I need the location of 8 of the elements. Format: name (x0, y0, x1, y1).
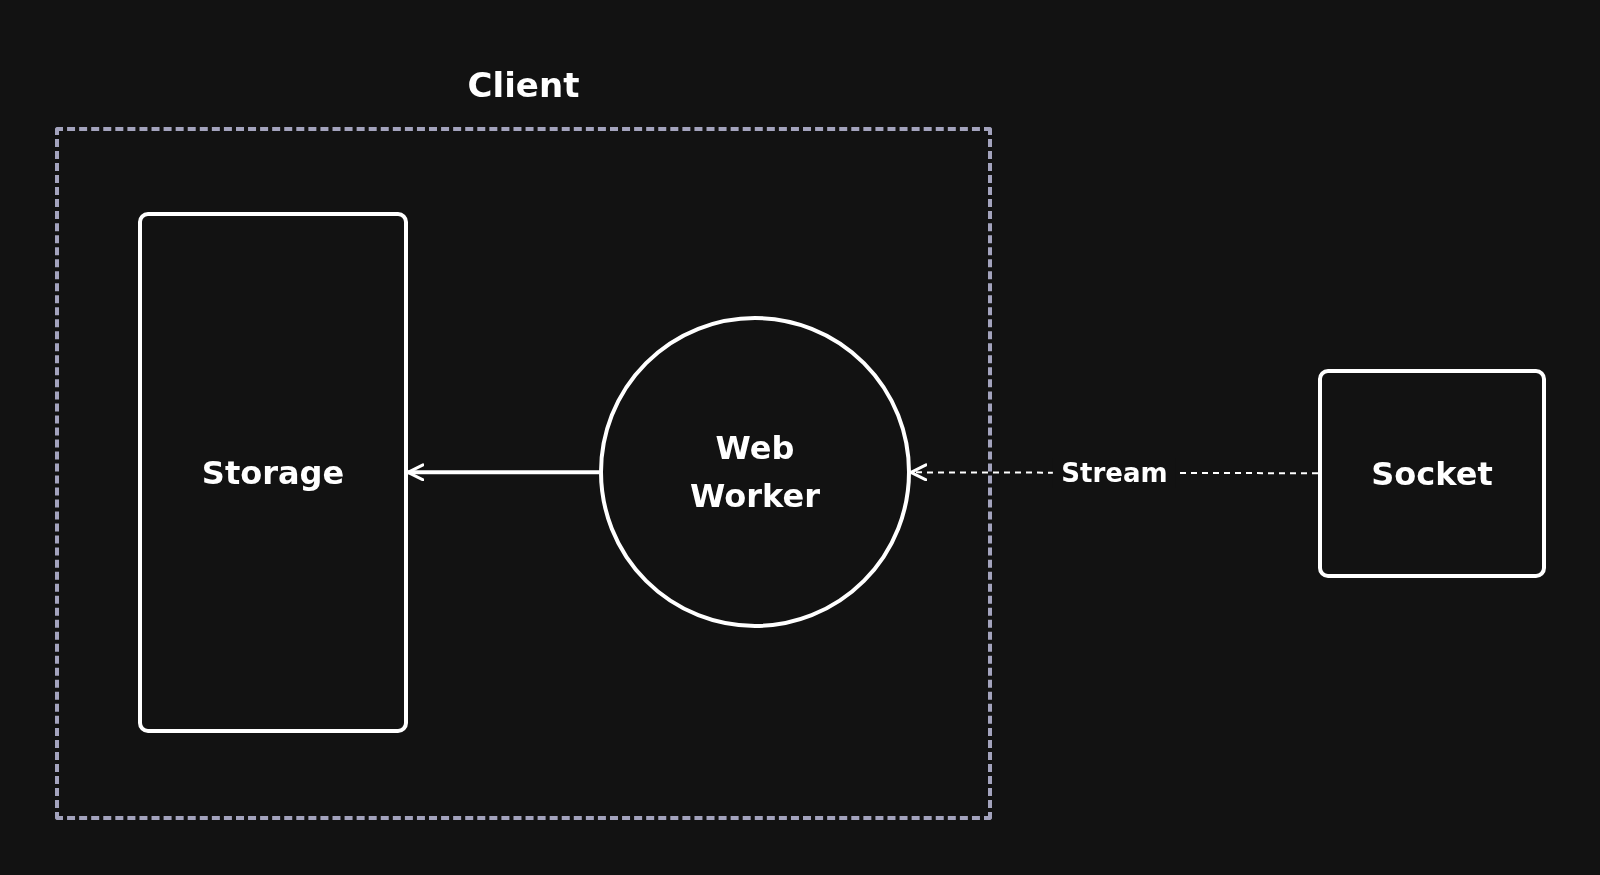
process-box (138, 212, 408, 733)
group-title: Client (466, 65, 581, 105)
node-label: Web Worker (689, 428, 821, 517)
process-circle (599, 316, 911, 628)
node-label: Storage (201, 452, 345, 494)
arrow (406, 463, 599, 482)
node-label: Socket (1371, 453, 1493, 495)
process-box (1318, 369, 1546, 578)
